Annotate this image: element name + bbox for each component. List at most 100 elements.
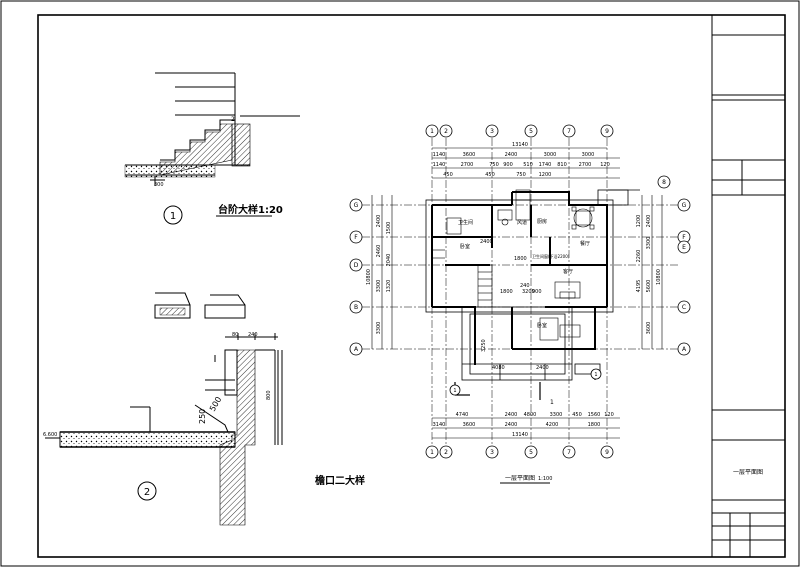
misc-1800: 1800 — [514, 256, 527, 262]
left-dim-inner-1: 2040 — [386, 254, 392, 267]
detail-2-marker — [137, 481, 157, 501]
left-dim-seg-3: 3300 — [376, 322, 382, 335]
top-dim-3-2: 750 — [516, 172, 526, 178]
detail-1-number: 1 — [170, 211, 176, 222]
window-note: 卫生间窗(下沿2200) — [532, 253, 570, 259]
misc-4080: 4080 — [492, 365, 505, 371]
grid-col-7-top: 7 — [567, 128, 571, 135]
room-bath: 卫生间 — [458, 219, 473, 226]
top-dim-3-0: 450 — [443, 172, 453, 178]
grid-col-7-bottom: 7 — [567, 449, 571, 456]
left-dim-inner-2: 1320 — [386, 280, 392, 293]
misc-240: 240 — [520, 283, 530, 289]
bottom-dim-2-0: 3140 — [433, 422, 446, 428]
top-dim-1-0: 1140 — [433, 152, 446, 158]
bottom-dim-1-0: 4740 — [456, 412, 469, 418]
plan-fixtures — [432, 189, 595, 341]
right-dim-inner-1: 2260 — [636, 250, 642, 263]
grid-col-9-bottom: 9 — [605, 449, 609, 456]
grid-row-a-right: A — [682, 346, 687, 353]
eave-slope2: 500 — [208, 395, 223, 413]
top-dim-2-8: 120 — [600, 162, 610, 168]
top-dim-2-2: 750 — [489, 162, 499, 168]
section-bubble-left-label: 1 — [453, 388, 456, 394]
grid-row-f-right: F — [682, 234, 686, 241]
detail-1-steps — [124, 72, 300, 186]
grid-row-g-left: G — [354, 202, 359, 209]
left-dim-seg-0: 2400 — [376, 215, 382, 228]
top-dim-2-4: 510 — [523, 162, 533, 168]
top-dim-3-1: 450 — [485, 172, 495, 178]
section-bubble-right-label: 1 — [594, 372, 597, 378]
room-master: 卧室 — [537, 322, 547, 329]
grid-extra-8: 8 — [662, 179, 666, 186]
eave-slope: 250 — [198, 409, 207, 424]
right-dim-inner-2: 4195 — [636, 280, 642, 293]
section-markers — [454, 370, 596, 400]
grid-row-b-left: B — [354, 304, 358, 311]
room-kitchen: 厨房 — [537, 218, 547, 225]
grid-col-5-top: 5 — [529, 128, 533, 135]
top-dim-2-1: 2700 — [461, 162, 474, 168]
right-dim-seg-1: 3300 — [646, 237, 652, 250]
plan-grid — [362, 138, 678, 445]
grid-col-9-top: 9 — [605, 128, 609, 135]
plan-title: 一层平面图 — [505, 475, 535, 482]
bottom-dim-1-3: 3300 — [550, 412, 563, 418]
detail-1-title: 台阶大样1:20 — [218, 203, 283, 216]
grid-row-c-right: C — [682, 304, 686, 311]
detail-1-marker — [163, 205, 183, 225]
misc-3250: 3250 — [481, 339, 487, 352]
top-dim-2-0: 1140 — [433, 162, 446, 168]
room-dining: 餐厅 — [580, 240, 590, 247]
sheet-name: 一层平面图 — [733, 469, 763, 476]
bottom-dim-2-2: 2400 — [505, 422, 518, 428]
top-dim-2-3: 900 — [503, 162, 513, 168]
grid-col-1-top: 1 — [430, 128, 434, 135]
top-dim-2-5: 1740 — [539, 162, 552, 168]
misc-3200: 3200 — [522, 289, 535, 295]
title-block — [711, 15, 785, 557]
bottom-dim-1-4: 450 — [572, 412, 582, 418]
grid-col-1-bottom: 1 — [430, 449, 434, 456]
eave-h: 800 — [266, 390, 272, 400]
right-dim-seg-0: 2400 — [646, 215, 652, 228]
room-duct: 风道 — [517, 219, 527, 226]
top-dim-2-6: 810 — [557, 162, 567, 168]
step-dim: 2 — [231, 116, 235, 123]
room-bedroom: 卧室 — [460, 243, 470, 250]
section-bubble-right — [590, 368, 602, 380]
section-marker-label: 1 — [550, 399, 554, 406]
top-dim-2-7: 2700 — [579, 162, 592, 168]
eave-w2: 240 — [248, 332, 258, 338]
grid-col-5-bottom: 5 — [529, 449, 533, 456]
left-dim-overall: 10800 — [366, 269, 372, 285]
plan-dim-lines — [371, 147, 663, 439]
grid-row-e-right: E — [682, 244, 686, 251]
bottom-dim-2-1: 3600 — [463, 422, 476, 428]
grid-row-a-left: A — [354, 346, 359, 353]
step-bottom-dim: 300 — [154, 182, 164, 188]
left-dim-seg-2: 3300 — [376, 280, 382, 293]
detail-2-eave — [45, 292, 283, 526]
grid-row-g-right: G — [682, 202, 687, 209]
bottom-dim-1-5: 1560 — [588, 412, 601, 418]
grid-col-2-top: 2 — [444, 128, 448, 135]
top-dim-1-2: 2400 — [505, 152, 518, 158]
misc-1800b: 1800 — [500, 289, 513, 295]
right-dim-seg-2: 5600 — [646, 280, 652, 293]
misc-900: 900 — [532, 289, 542, 295]
grid-col-2-bottom: 2 — [444, 449, 448, 456]
top-dim-1-3: 3000 — [544, 152, 557, 158]
right-dim-inner-0: 1200 — [636, 215, 642, 228]
room-living: 客厅 — [563, 268, 573, 275]
eave-w1: 80 — [232, 332, 238, 338]
grid-row-d-left: D — [354, 262, 359, 269]
plan-grid-bubbles — [349, 124, 691, 459]
misc-2400: 2400 — [480, 239, 493, 245]
top-dim-1-1: 3600 — [463, 152, 476, 158]
eave-level: 6.600 — [43, 432, 57, 438]
sheet-border-inner — [37, 14, 786, 558]
